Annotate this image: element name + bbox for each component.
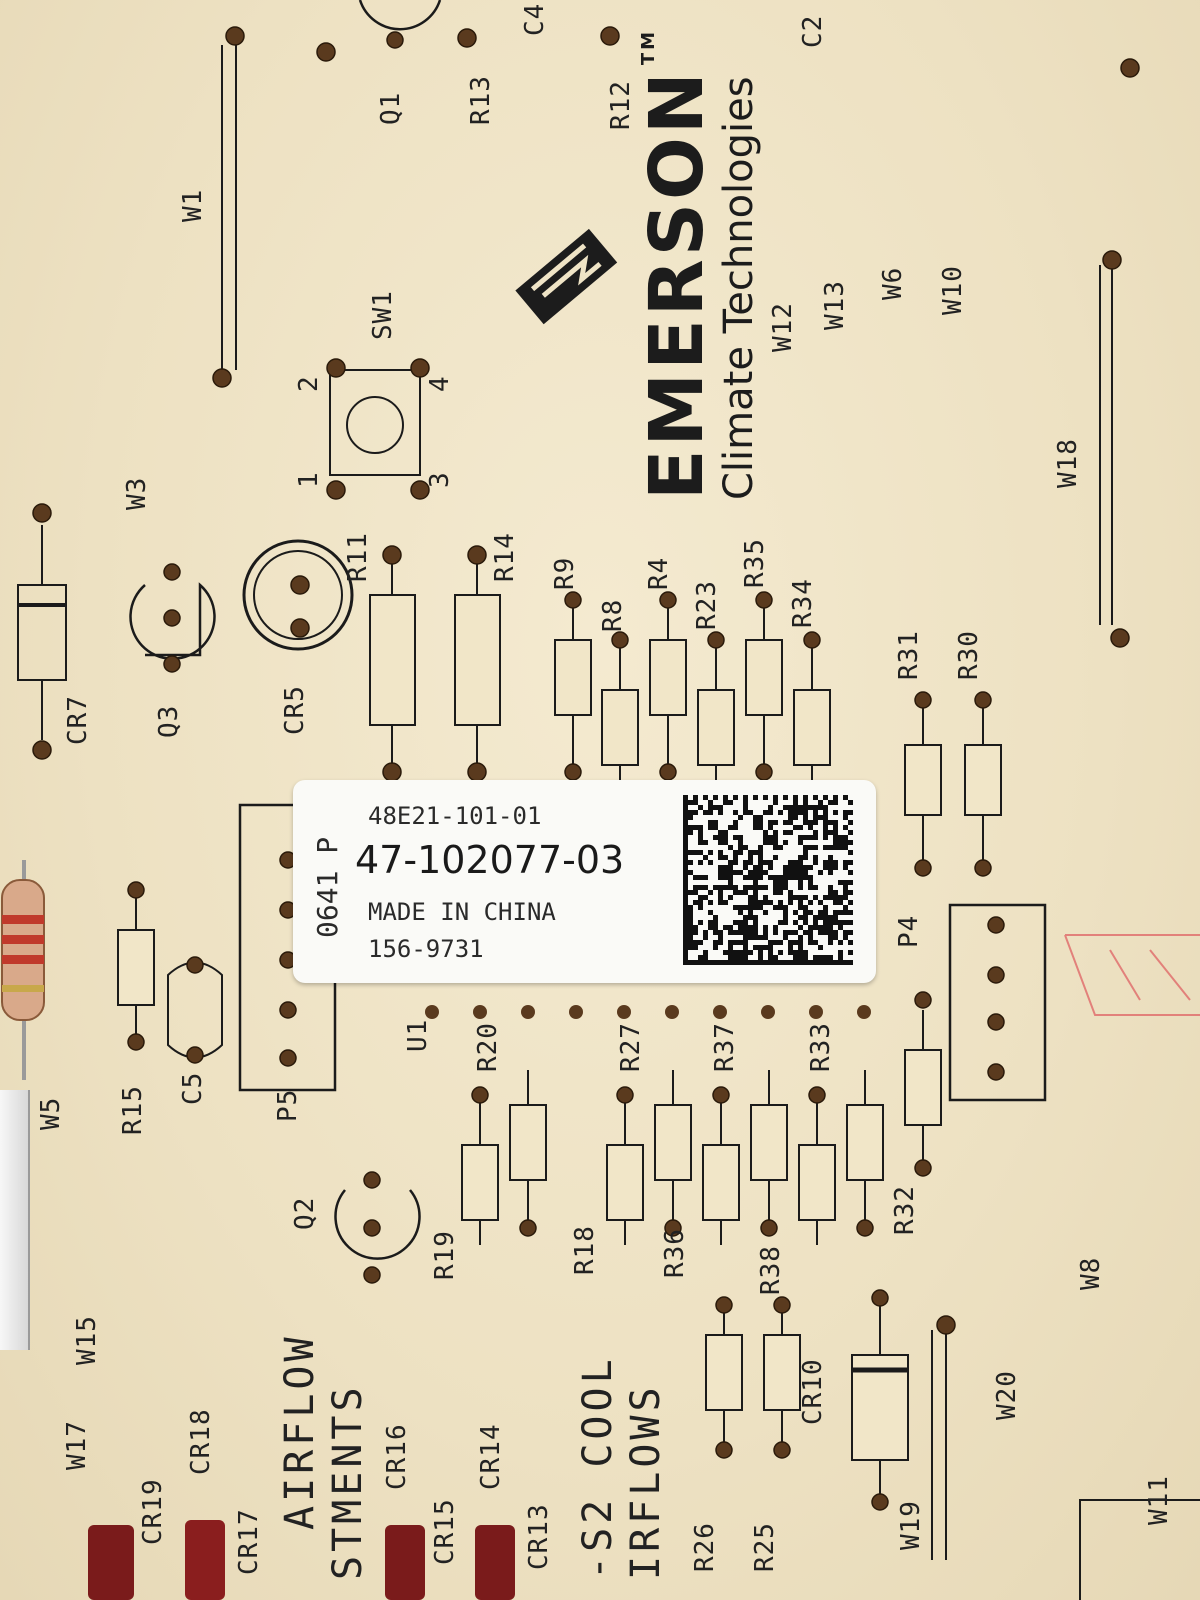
silk-s2-cool-text: -S2 COOL bbox=[575, 1355, 621, 1580]
label-part-number: 47-102077-03 bbox=[355, 838, 625, 882]
silk-r31: R31 bbox=[894, 630, 924, 680]
silk-w13: W13 bbox=[820, 280, 850, 330]
silk-r19: R19 bbox=[430, 1230, 460, 1280]
silk-airflows-text: IRFLOWS bbox=[623, 1383, 669, 1580]
brand-name: EMERSONTM bbox=[634, 28, 720, 500]
silk-pin2: 2 bbox=[294, 375, 324, 392]
silk-cr7: CR7 bbox=[63, 695, 93, 745]
silk-w1: W1 bbox=[178, 188, 208, 222]
datamatrix-code-icon bbox=[683, 795, 853, 965]
silk-r38: R38 bbox=[756, 1245, 786, 1295]
silk-w18: W18 bbox=[1053, 438, 1083, 488]
silk-c2: C2 bbox=[798, 14, 828, 48]
label-line4: 156-9731 bbox=[368, 935, 484, 963]
silk-r33: R33 bbox=[806, 1022, 836, 1072]
silk-adjustments-text: STMENTS bbox=[325, 1383, 371, 1580]
sw1-switch-outline bbox=[329, 369, 421, 476]
silk-cr14: CR14 bbox=[476, 1423, 506, 1490]
product-label-sticker: 0641 P 48E21-101-01 47-102077-03 MADE IN… bbox=[293, 780, 876, 983]
silk-r8: R8 bbox=[598, 598, 628, 632]
silk-r14: R14 bbox=[490, 532, 520, 582]
silk-pin1: 1 bbox=[294, 471, 324, 488]
silk-r18: R18 bbox=[570, 1225, 600, 1275]
silk-r13: R13 bbox=[466, 75, 496, 125]
silk-r12: R12 bbox=[606, 80, 636, 130]
silk-c4: C4 bbox=[520, 2, 550, 36]
silk-cr19: CR19 bbox=[138, 1478, 168, 1545]
resistor-outlines bbox=[117, 594, 1002, 1411]
silk-w5: W5 bbox=[36, 1096, 66, 1130]
silk-w3: W3 bbox=[122, 476, 152, 510]
bottom-diodes bbox=[88, 1520, 515, 1600]
silk-r15: R15 bbox=[118, 1085, 148, 1135]
silk-cr18: CR18 bbox=[186, 1408, 216, 1475]
silk-sw1: SW1 bbox=[368, 290, 398, 340]
silk-cr13: CR13 bbox=[524, 1503, 554, 1570]
silk-r23: R23 bbox=[692, 580, 722, 630]
silk-cr16: CR16 bbox=[382, 1423, 412, 1490]
silk-r9: R9 bbox=[550, 556, 580, 590]
silk-w19: W19 bbox=[896, 1500, 926, 1550]
label-rotated-code: 0641 P bbox=[311, 836, 344, 938]
silk-r35: R35 bbox=[740, 538, 770, 588]
silk-w8: W8 bbox=[1076, 1256, 1106, 1290]
silk-w12: W12 bbox=[768, 302, 798, 352]
brand-subtitle: Climate Technologies bbox=[716, 76, 762, 500]
silk-r36: R36 bbox=[660, 1228, 690, 1278]
silk-pin3: 3 bbox=[425, 471, 455, 488]
cr5-led-ring bbox=[242, 539, 354, 651]
silk-p4: P4 bbox=[894, 914, 924, 948]
silk-r25: R25 bbox=[750, 1522, 780, 1572]
silk-u1: U1 bbox=[403, 1018, 433, 1052]
jumper-wires bbox=[32, 117, 1193, 1600]
silk-r27: R27 bbox=[616, 1022, 646, 1072]
white-wire bbox=[0, 1090, 30, 1350]
silk-w15: W15 bbox=[72, 1315, 102, 1365]
silk-q1: Q1 bbox=[376, 91, 406, 125]
silk-r4: R4 bbox=[644, 556, 674, 590]
silk-w10: W10 bbox=[938, 265, 968, 315]
silk-q3: Q3 bbox=[154, 704, 184, 738]
through-hole-resistor bbox=[1, 860, 45, 1080]
label-origin: MADE IN CHINA bbox=[368, 898, 556, 926]
silk-c5: C5 bbox=[178, 1071, 208, 1105]
silk-w11: W11 bbox=[1144, 1475, 1174, 1525]
red-stamp bbox=[1064, 934, 1200, 1016]
silk-r32: R32 bbox=[890, 1185, 920, 1235]
silk-airflow-text: AIRFLOW bbox=[277, 1333, 323, 1530]
silk-cr5: CR5 bbox=[280, 685, 310, 735]
silk-q2: Q2 bbox=[290, 1196, 320, 1230]
silk-cr17: CR17 bbox=[234, 1508, 264, 1575]
silk-w17: W17 bbox=[62, 1420, 92, 1470]
silk-r34: R34 bbox=[788, 578, 818, 628]
cr7-diode bbox=[17, 525, 67, 740]
smd-pad-row bbox=[425, 1005, 871, 1019]
cr10-diode bbox=[851, 1300, 909, 1500]
jumper-outlines bbox=[221, 45, 1113, 1560]
silk-w20: W20 bbox=[992, 1370, 1022, 1420]
silk-w6: W6 bbox=[878, 266, 908, 300]
silk-r20: R20 bbox=[473, 1022, 503, 1072]
silk-p5: P5 bbox=[273, 1088, 303, 1122]
silk-r26: R26 bbox=[690, 1522, 720, 1572]
silk-r37: R37 bbox=[710, 1022, 740, 1072]
solder-pads bbox=[32, 26, 1140, 1511]
silk-r30: R30 bbox=[954, 630, 984, 680]
silk-cr10: CR10 bbox=[798, 1358, 828, 1425]
silk-r11: R11 bbox=[343, 532, 373, 582]
emerson-logo-icon bbox=[515, 228, 618, 325]
label-line1: 48E21-101-01 bbox=[368, 802, 542, 830]
trademark-mark: TM bbox=[638, 28, 659, 66]
c5-capacitor bbox=[167, 961, 223, 1059]
brand-block: EMERSONTM Climate Technologies bbox=[634, 28, 762, 500]
silk-pin4: 4 bbox=[425, 375, 455, 392]
silk-cr15: CR15 bbox=[430, 1498, 460, 1565]
